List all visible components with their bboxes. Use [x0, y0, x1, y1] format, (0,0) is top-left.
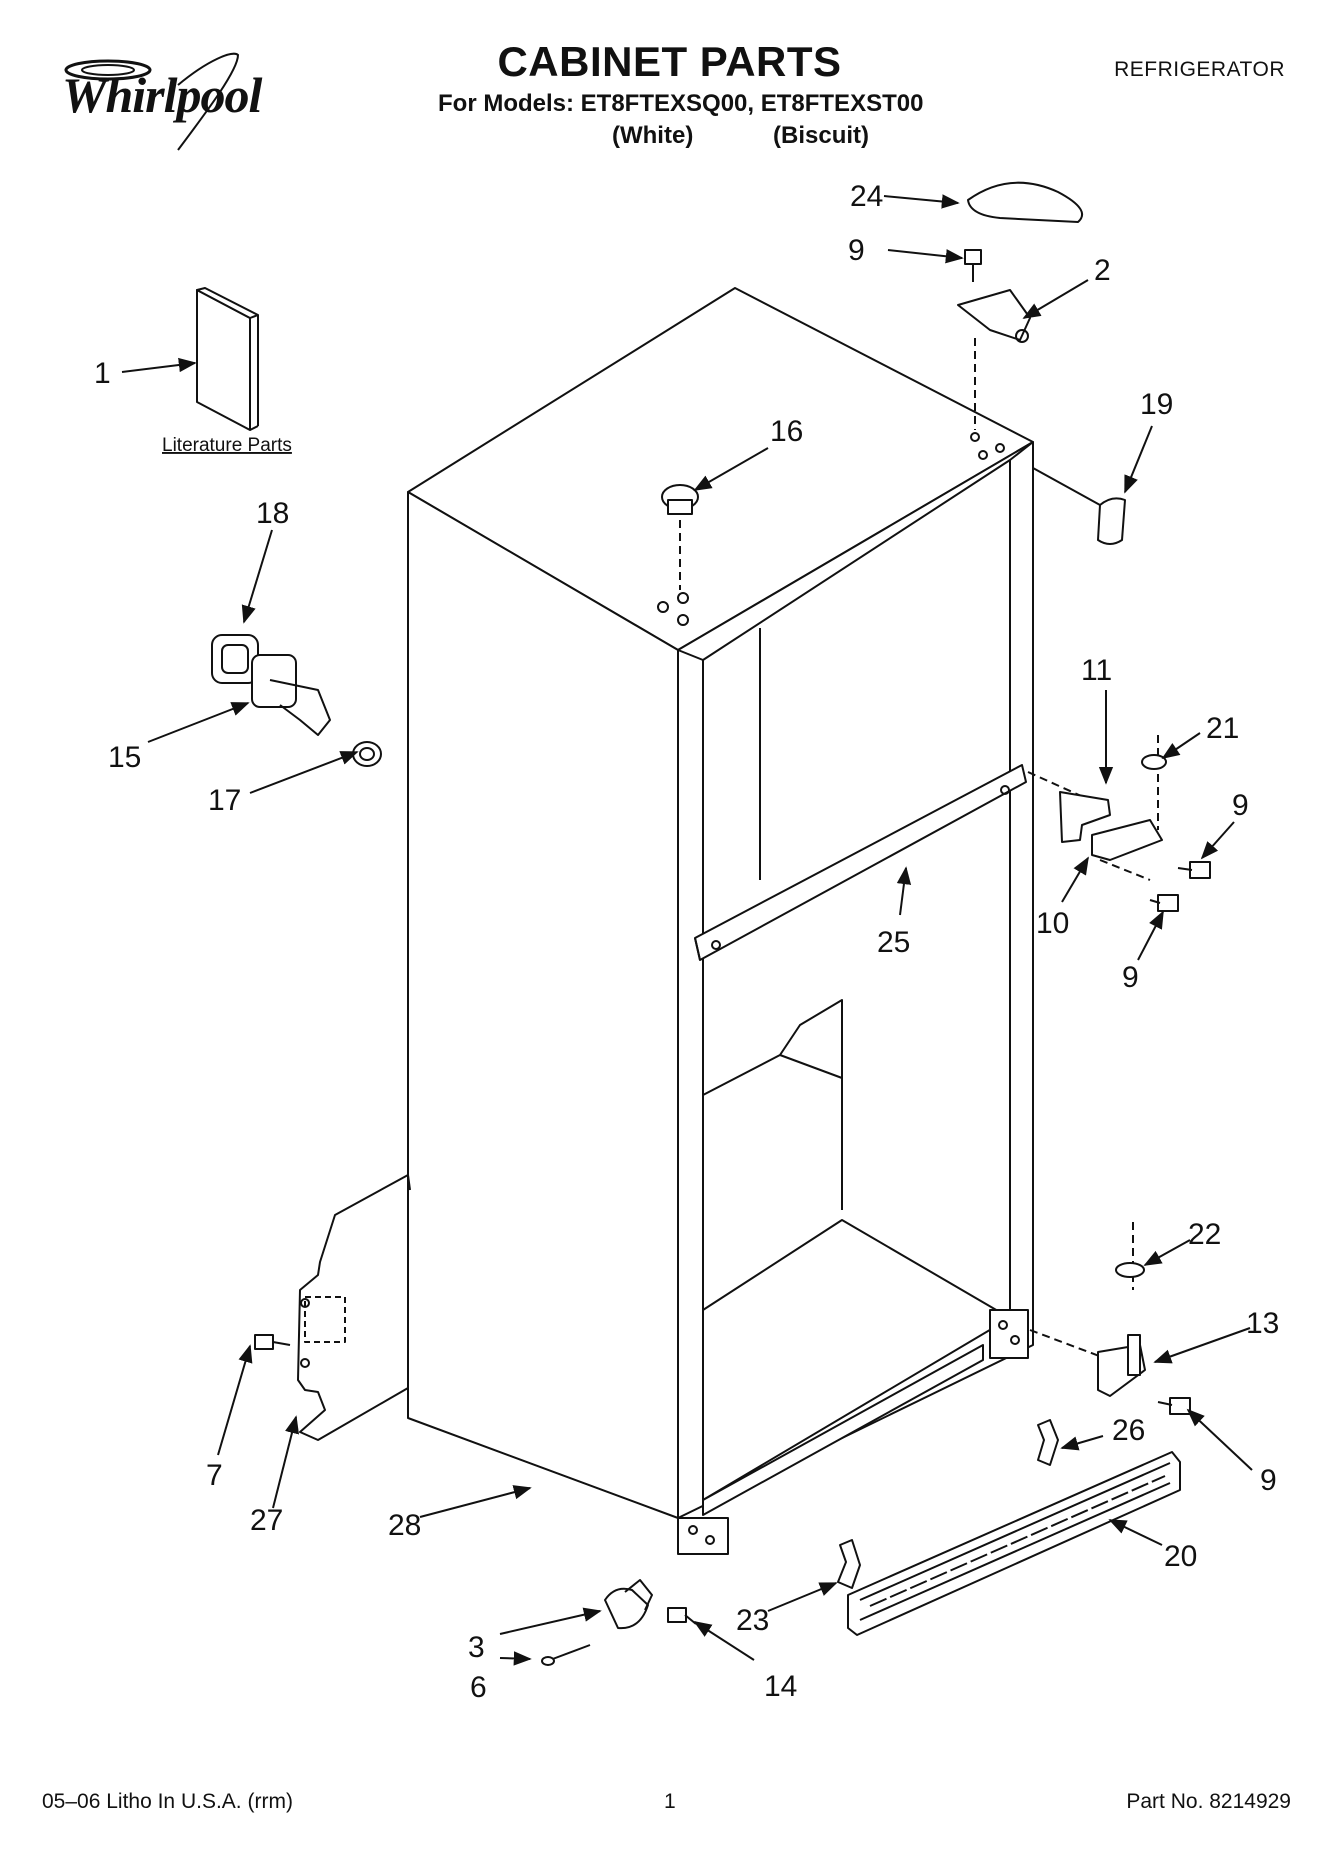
- hinge-plug-shape: [1097, 497, 1126, 545]
- callout-15: 15: [108, 741, 141, 774]
- clip-23-shape: [837, 1539, 861, 1589]
- callout-10: 10: [1036, 907, 1069, 940]
- cabinet-body: [407, 287, 1034, 1519]
- callout-9-mid: 9: [1122, 961, 1139, 994]
- callout-9-right: 9: [1232, 789, 1249, 822]
- top-hinge-shape: [957, 289, 1031, 341]
- lower-hinge-parts: [1029, 1222, 1191, 1415]
- back-screw: [254, 1334, 291, 1350]
- leveling-parts: [541, 1579, 697, 1666]
- callout-9-bottom: 9: [1260, 1464, 1277, 1497]
- callout-21: 21: [1206, 712, 1239, 745]
- callout-17: 17: [208, 784, 241, 817]
- callout-27: 27: [250, 1504, 283, 1537]
- rear-access-panel: [297, 1174, 411, 1441]
- callout-11: 11: [1081, 654, 1112, 687]
- hinge-cover-shape: [967, 181, 1083, 223]
- clip-26-shape: [1037, 1419, 1059, 1466]
- color-white: (White): [612, 122, 694, 149]
- divider-rail: [694, 764, 1027, 961]
- category-label: REFRIGERATOR: [1114, 58, 1285, 81]
- callout-26: 26: [1112, 1414, 1145, 1447]
- callout-2: 2: [1094, 254, 1111, 287]
- callout-3: 3: [468, 1631, 485, 1664]
- brand-wordmark: Whirlpool: [62, 67, 262, 123]
- callout-9-top: 9: [848, 234, 865, 267]
- callout-20: 20: [1164, 1540, 1197, 1573]
- callout-14: 14: [764, 1670, 797, 1703]
- callout-19: 19: [1140, 388, 1173, 421]
- literature-booklet: [196, 287, 259, 431]
- models-line: For Models: ET8FTEXSQ00, ET8FTEXST00: [438, 90, 924, 117]
- callout-6: 6: [470, 1671, 487, 1704]
- callout-13: 13: [1246, 1307, 1279, 1340]
- callout-22: 22: [1188, 1218, 1221, 1251]
- callout-25: 25: [877, 926, 910, 959]
- footer-litho: 05–06 Litho In U.S.A. (rrm): [42, 1790, 293, 1813]
- whirlpool-swirl-icon: [64, 52, 240, 151]
- top-plug: [661, 484, 699, 590]
- callout-16: 16: [770, 415, 803, 448]
- center-hinge-parts: [1027, 735, 1211, 912]
- callout-28: 28: [388, 1509, 421, 1542]
- callout-24: 24: [850, 180, 883, 213]
- callout-1: 1: [94, 357, 111, 390]
- page-title: CABINET PARTS: [497, 38, 842, 85]
- toe-grille: [847, 1451, 1181, 1636]
- left-hinge-parts: [211, 634, 382, 767]
- callout-7: 7: [206, 1459, 223, 1492]
- footer-page-number: 1: [664, 1790, 676, 1813]
- color-biscuit: (Biscuit): [773, 122, 869, 149]
- callout-18: 18: [256, 497, 289, 530]
- screw-top: [964, 249, 982, 282]
- bottom-rail: [677, 1309, 1029, 1555]
- literature-parts-label: Literature Parts: [162, 435, 292, 456]
- callout-23: 23: [736, 1604, 769, 1637]
- footer-part-number: Part No. 8214929: [1126, 1790, 1291, 1813]
